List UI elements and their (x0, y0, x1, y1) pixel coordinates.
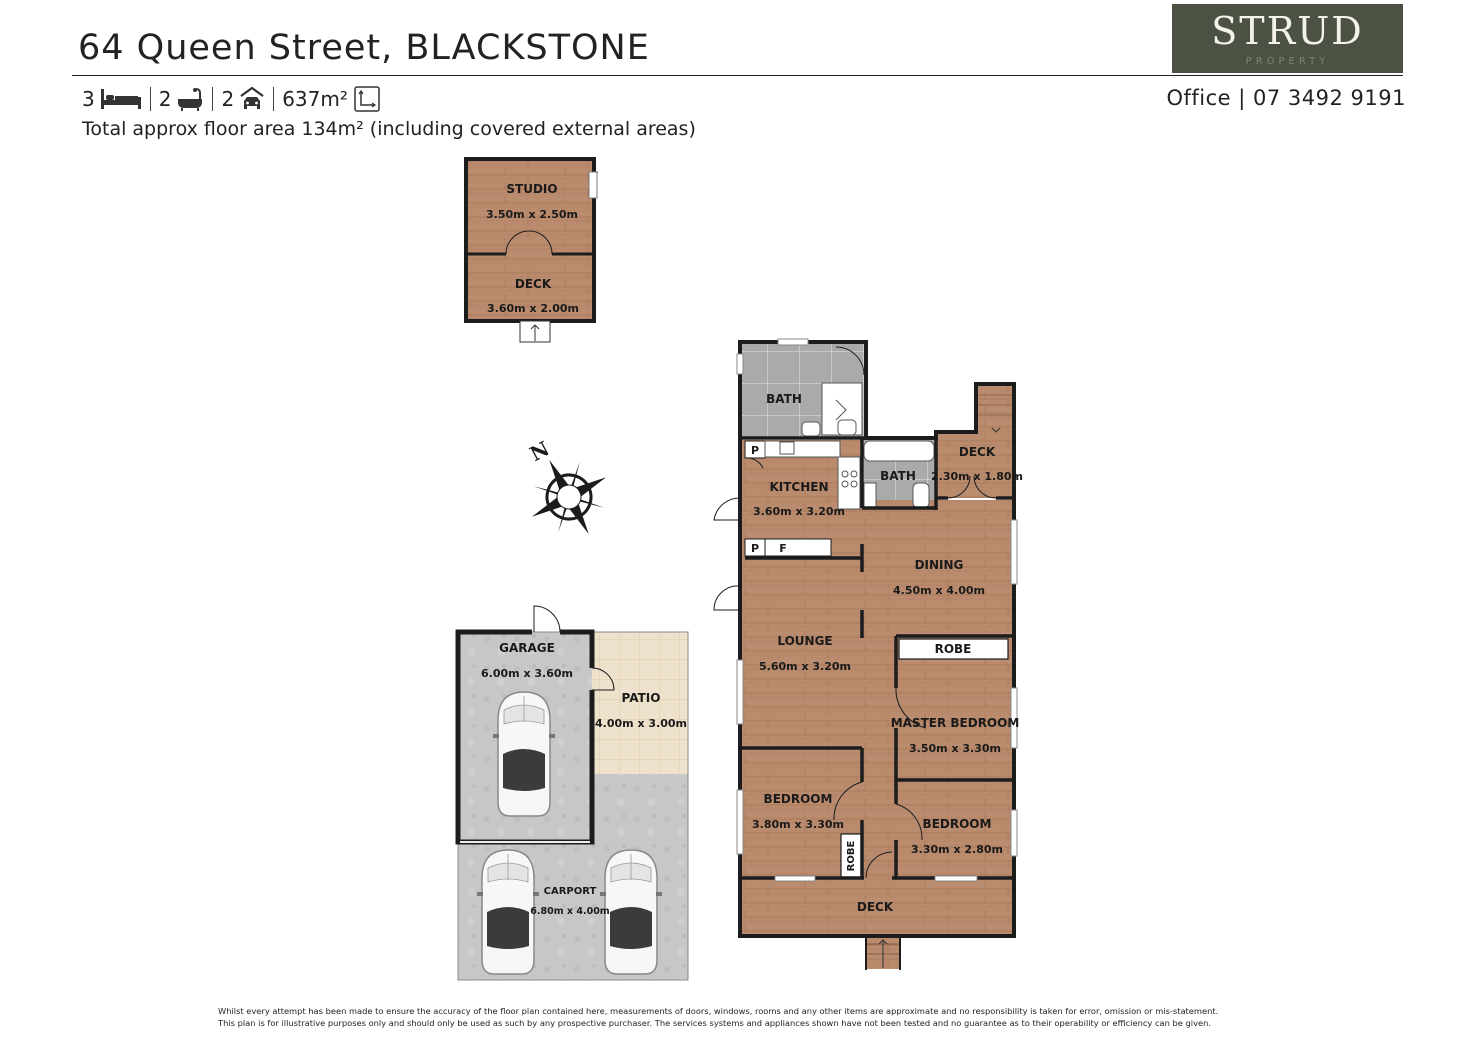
garage-building (455, 605, 689, 981)
room-label-deck-side: DECK (959, 445, 996, 459)
room-label-dining: DINING (915, 558, 964, 572)
disclaimer-line: This plan is for illustrative purposes o… (218, 1018, 1211, 1028)
room-label-garage: GARAGE (499, 641, 555, 655)
disclaimer-line: Whilst every attempt has been made to en… (218, 1006, 1219, 1016)
room-dims-garage: 6.00m x 3.60m (481, 667, 573, 680)
car-icon (239, 86, 265, 112)
office-phone: Office | 07 3492 9191 (1166, 86, 1406, 110)
room-label-robe-master: ROBE (935, 642, 972, 656)
fridge-label: F (779, 542, 787, 555)
floor-area-note: Total approx floor area 134m² (including… (82, 118, 696, 140)
header-divider (72, 75, 1403, 76)
bathrooms-count: 2 (158, 87, 172, 111)
brand-logo: STRUD PROPERTY (1172, 4, 1403, 73)
room-dims-studio: 3.50m x 2.50m (486, 208, 578, 221)
room-label-master-bedroom: MASTER BEDROOM (891, 716, 1020, 730)
studio-building (464, 157, 598, 343)
pantry-label: P (751, 542, 759, 555)
room-dims-deck-side: 2.30m x 1.80m (931, 470, 1023, 483)
stats-separator (273, 87, 275, 111)
room-dims-bedroom-right: 3.30m x 2.80m (911, 843, 1003, 856)
room-label-bath-upper: BATH (766, 392, 802, 406)
room-label-patio: PATIO (622, 691, 661, 705)
room-label-carport: CARPORT (544, 886, 597, 897)
land-icon (353, 86, 381, 112)
property-stats: 3 2 2 637m² (82, 84, 381, 114)
stats-separator (149, 87, 151, 111)
bed-icon (100, 87, 142, 111)
pantry-label: P (751, 444, 759, 457)
property-title: 64 Queen Street, BLACKSTONE (78, 28, 650, 68)
room-label-bedroom-right: BEDROOM (923, 817, 992, 831)
stats-separator (212, 87, 214, 111)
room-dims-dining: 4.50m x 4.00m (893, 584, 985, 597)
room-dims-lounge: 5.60m x 3.20m (759, 660, 851, 673)
logo-sub-text: PROPERTY (1245, 56, 1330, 67)
room-dims-carport: 6.80m x 4.00m (530, 906, 610, 917)
compass-north-label: N (526, 436, 553, 466)
room-dims-bedroom-left: 3.80m x 3.30m (752, 818, 844, 831)
room-label-studio-deck: DECK (515, 277, 552, 291)
main-house (713, 338, 1018, 970)
land-size: 637m² (282, 87, 348, 111)
disclaimer: Whilst every attempt has been made to en… (218, 1005, 1268, 1029)
room-dims-studio-deck: 3.60m x 2.00m (487, 302, 579, 315)
room-label-deck-front: DECK (857, 900, 894, 914)
bedrooms-count: 3 (82, 87, 95, 111)
room-label-kitchen: KITCHEN (769, 480, 828, 494)
room-label-lounge: LOUNGE (777, 634, 832, 648)
car-spaces-count: 2 (221, 87, 235, 111)
room-dims-kitchen: 3.60m x 3.20m (753, 505, 845, 518)
room-label-studio: STUDIO (506, 182, 557, 196)
room-label-bath-lower: BATH (880, 469, 916, 483)
compass-icon (531, 459, 607, 535)
room-dims-master-bedroom: 3.50m x 3.30m (909, 742, 1001, 755)
room-label-robe-small: ROBE (846, 841, 857, 872)
room-label-bedroom-left: BEDROOM (764, 792, 833, 806)
room-dims-patio: 4.00m x 3.00m (595, 717, 687, 730)
bath-icon (176, 86, 204, 112)
logo-brand-text: STRUD (1211, 9, 1364, 53)
